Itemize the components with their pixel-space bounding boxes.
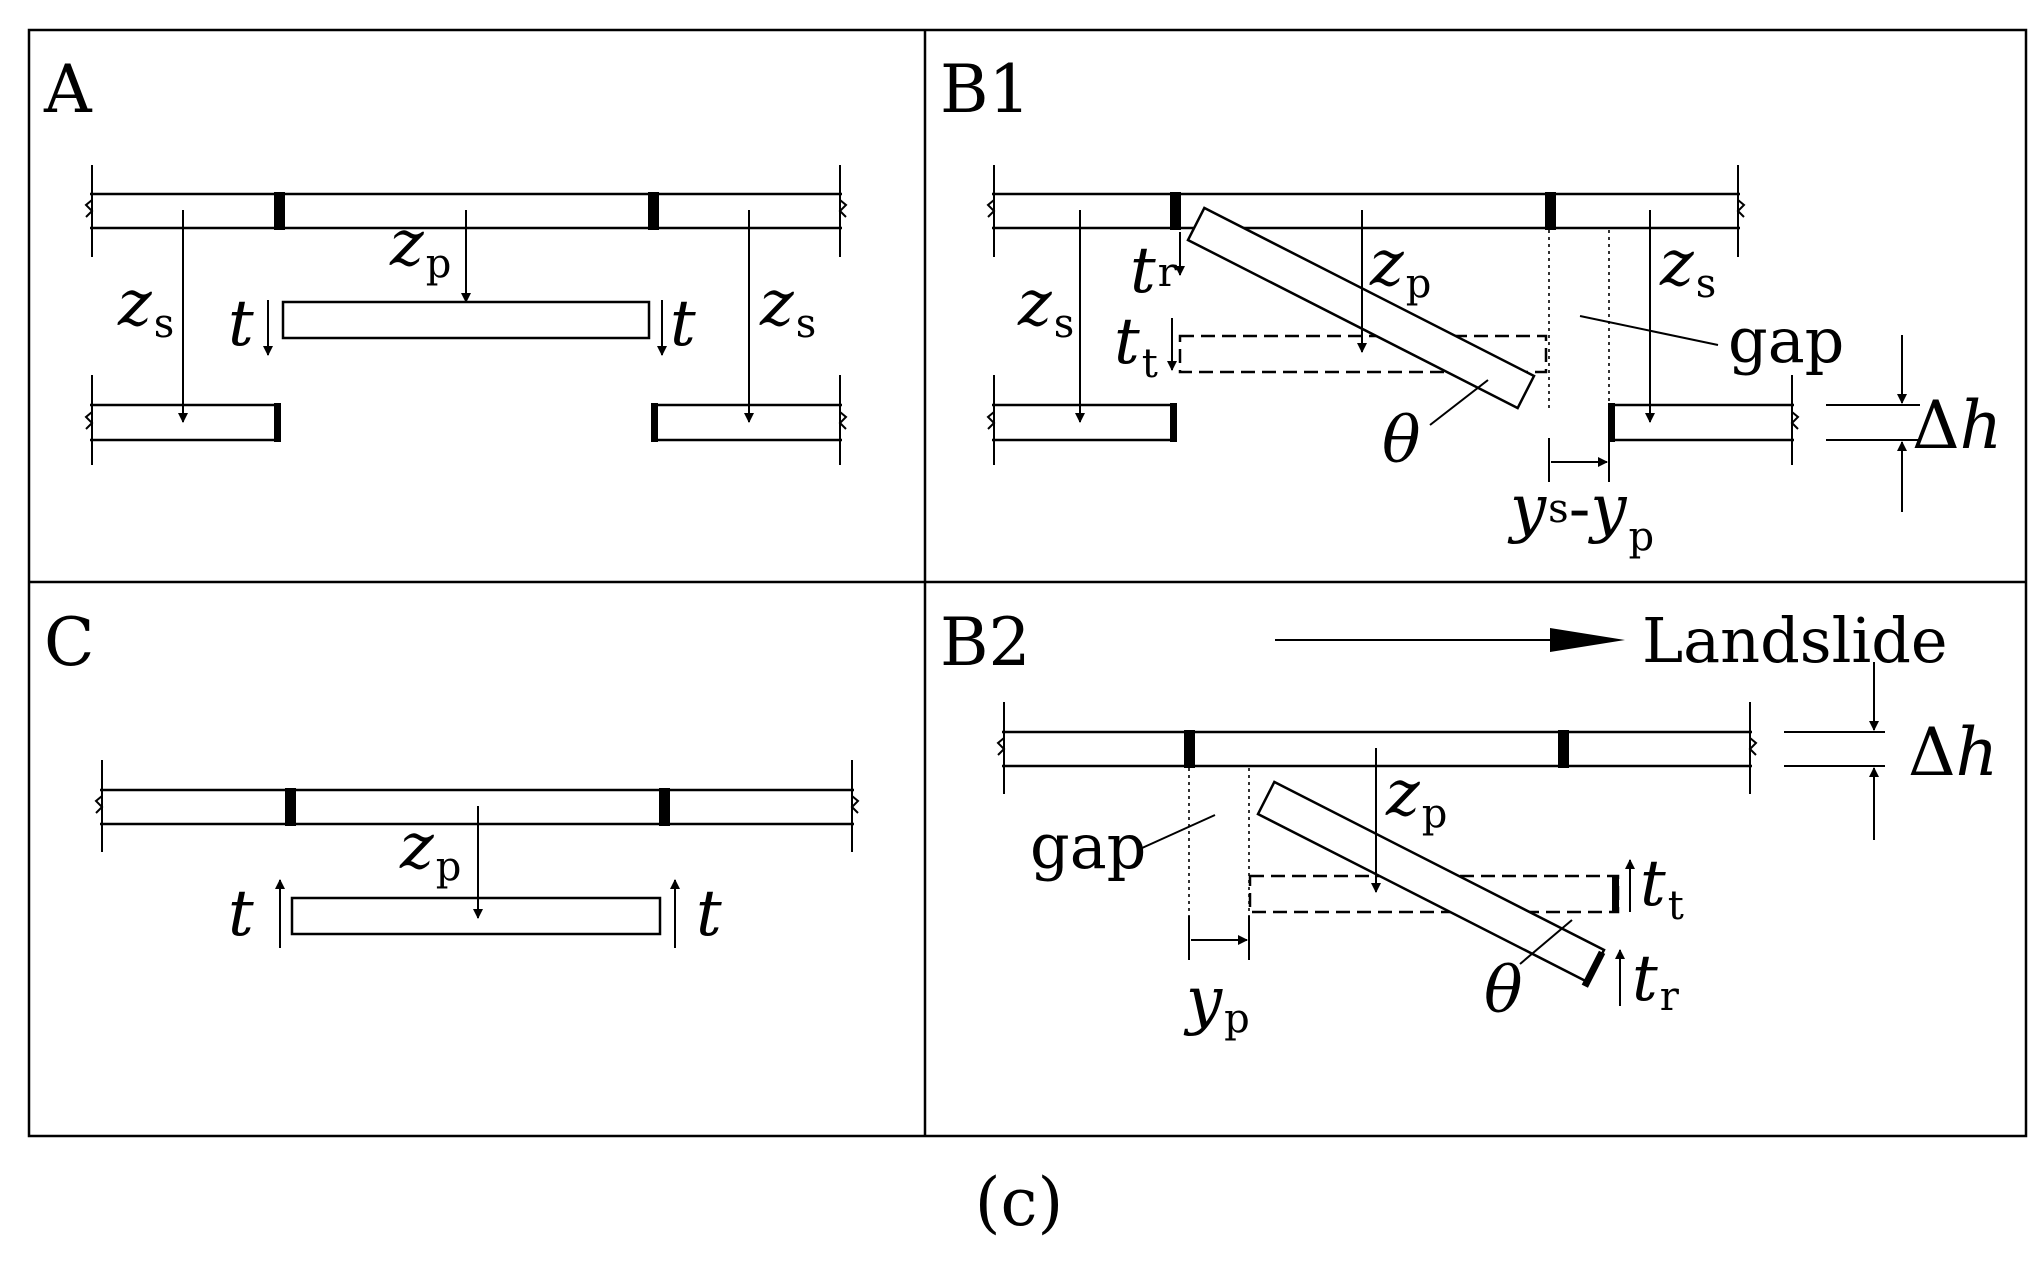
- main-pipe: [986, 165, 1746, 257]
- zp-label: zp: [1369, 227, 1431, 307]
- side-pipes: [986, 375, 1800, 465]
- zs-left-label: zs: [117, 267, 174, 347]
- t-right-label: t: [670, 287, 696, 361]
- panel-b2-label: B2: [940, 604, 1031, 681]
- t-left-label: t: [228, 287, 254, 361]
- t-right-label: t: [696, 877, 722, 951]
- tr-label: tr: [1632, 942, 1680, 1020]
- zs-left-label: zs: [1017, 267, 1074, 347]
- panel-b2: B2 Landslide Δh zp: [940, 604, 1998, 1042]
- pipe-segment: [290, 896, 662, 936]
- delta-h-label: Δh: [1908, 714, 1998, 791]
- zp-label: zp: [399, 810, 461, 890]
- tt-label: tt: [1640, 847, 1684, 929]
- delta-h-label: Δh: [1912, 387, 2002, 464]
- panel-c-label: C: [44, 604, 95, 681]
- panel-a: A zp t t: [43, 51, 848, 465]
- panel-b1-label: B1: [940, 51, 1031, 128]
- zp-label: zp: [389, 207, 451, 287]
- zp-label: zp: [1385, 757, 1447, 837]
- panel-b1: B1 zp tr tt: [940, 51, 2002, 560]
- panel-frame: [27, 28, 2028, 1138]
- pipe-segment: [281, 300, 651, 340]
- zs-right-label: zs: [1659, 227, 1716, 307]
- figure-caption: (c): [975, 1164, 1063, 1241]
- panel-c: C zp t t: [44, 604, 860, 951]
- tt-label: tt: [1114, 305, 1158, 387]
- landslide-label: Landslide: [1642, 604, 1948, 677]
- ys-yp-label: ys-yp: [1507, 472, 1654, 560]
- side-pipes: [84, 375, 848, 465]
- theta-label: θ: [1484, 954, 1523, 1028]
- gap-label: gap: [1030, 810, 1146, 883]
- t-left-label: t: [228, 877, 254, 951]
- yp-label: yp: [1183, 964, 1250, 1042]
- theta-label: θ: [1382, 404, 1421, 478]
- gap-label: gap: [1728, 304, 1844, 377]
- zs-right-label: zs: [759, 267, 816, 347]
- tr-label: tr: [1130, 234, 1178, 308]
- panel-a-label: A: [43, 51, 93, 128]
